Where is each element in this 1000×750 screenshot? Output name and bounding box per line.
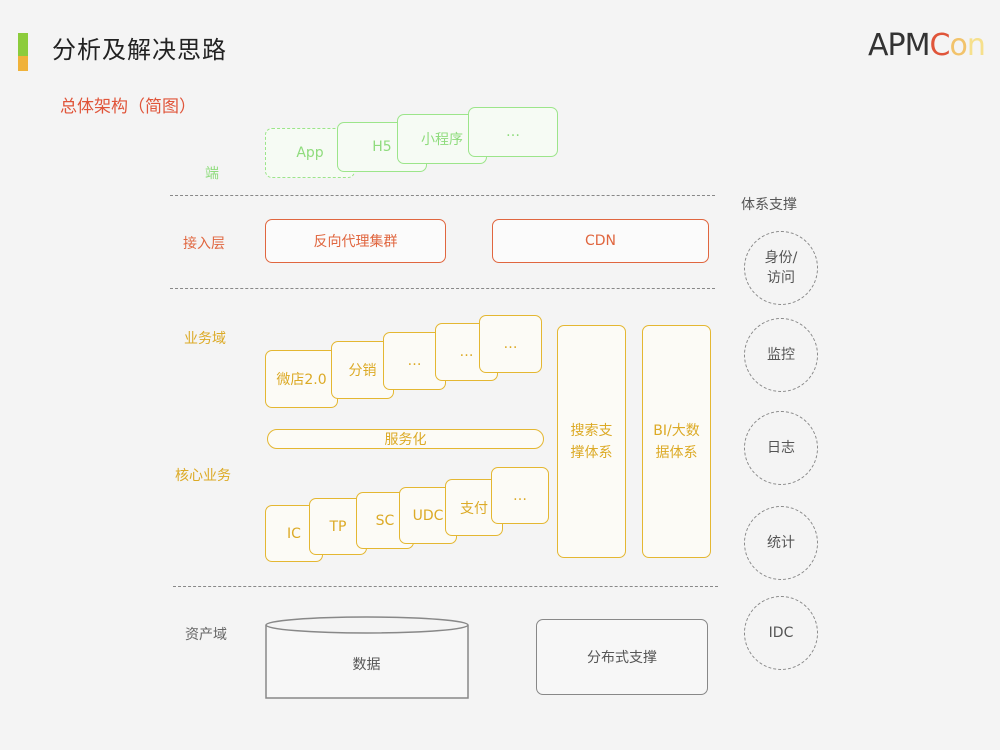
search-support-line1: 搜索支 bbox=[570, 422, 613, 439]
access-cdn: CDN bbox=[492, 219, 709, 263]
page-title: 分析及解决思路 bbox=[52, 36, 227, 64]
bi-bigdata-line1: BI/大数 bbox=[653, 422, 700, 439]
layer-label-access: 接入层 bbox=[183, 236, 225, 252]
separator-1 bbox=[170, 195, 715, 196]
logo-apm: APM bbox=[868, 28, 930, 63]
client-more: … bbox=[468, 107, 558, 157]
support-statistics-label: 统计 bbox=[767, 535, 795, 551]
support-idc: IDC bbox=[744, 596, 818, 670]
core-more: … bbox=[491, 467, 549, 524]
support-title: 体系支撑 bbox=[741, 197, 797, 213]
support-identity-line2: 访问 bbox=[767, 270, 795, 286]
bi-bigdata-line2: 据体系 bbox=[655, 444, 698, 461]
support-identity-line1: 身份/ bbox=[764, 250, 798, 266]
business-more-3: … bbox=[479, 315, 542, 373]
support-logging-label: 日志 bbox=[767, 440, 795, 456]
service-bar: 服务化 bbox=[267, 429, 544, 449]
logo: APMCon bbox=[868, 28, 986, 63]
layer-label-client: 端 bbox=[205, 166, 219, 182]
logo-n: n bbox=[966, 28, 986, 63]
data-label: 数据 bbox=[352, 657, 381, 673]
support-idc-label: IDC bbox=[768, 625, 794, 641]
search-support-line2: 撑体系 bbox=[570, 444, 613, 461]
accent-bar bbox=[18, 33, 28, 71]
access-reverse-proxy: 反向代理集群 bbox=[265, 219, 446, 263]
support-monitoring: 监控 bbox=[744, 318, 818, 392]
support-monitoring-label: 监控 bbox=[767, 347, 795, 363]
search-support-box: 搜索支 撑体系 bbox=[557, 325, 626, 558]
logo-c: C bbox=[929, 28, 951, 63]
distributed-support-box: 分布式支撑 bbox=[536, 619, 708, 695]
bi-bigdata-box: BI/大数 据体系 bbox=[642, 325, 711, 558]
separator-2 bbox=[170, 288, 715, 289]
subtitle: 总体架构（简图） bbox=[60, 97, 196, 117]
layer-label-business: 业务域 bbox=[184, 331, 226, 347]
logo-o: o bbox=[949, 28, 967, 63]
support-identity-access: 身份/ 访问 bbox=[744, 231, 818, 305]
business-weidian: 微店2.0 bbox=[265, 350, 338, 408]
layer-label-core: 核心业务 bbox=[175, 468, 231, 484]
support-statistics: 统计 bbox=[744, 506, 818, 580]
data-cylinder bbox=[265, 616, 469, 699]
support-logging: 日志 bbox=[744, 411, 818, 485]
layer-label-asset: 资产域 bbox=[185, 627, 227, 643]
core-payment: 支付 bbox=[445, 479, 503, 536]
separator-3 bbox=[173, 586, 718, 587]
